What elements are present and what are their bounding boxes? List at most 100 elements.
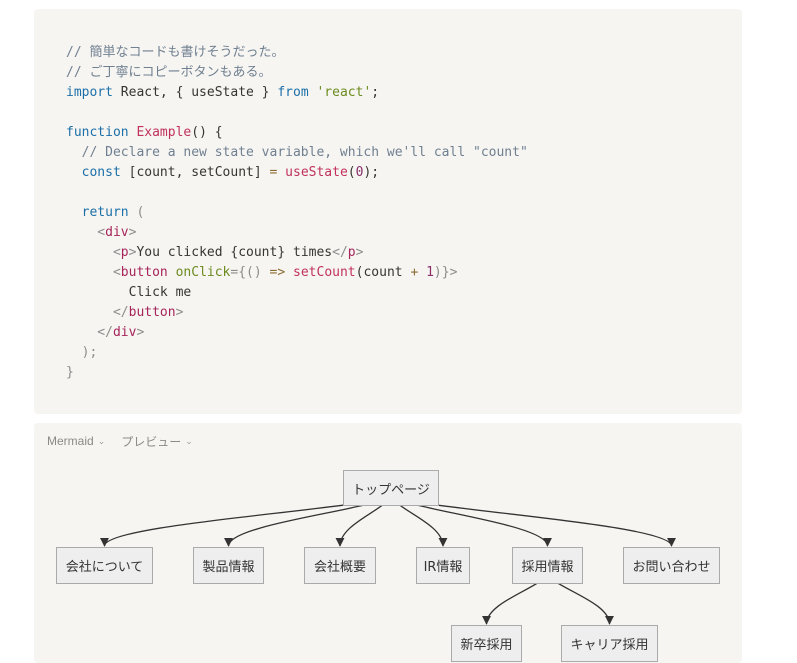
code-token [285,265,293,280]
code-token: setCount [293,265,356,280]
flowchart-node-newgrad: 新卒採用 [451,625,522,662]
code-token: } [66,365,74,380]
flowchart-node-label: 新卒採用 [460,638,513,653]
code-token: button [128,305,176,320]
flowchart-node-overview: 会社概要 [304,547,376,584]
flowchart-node-top: トップページ [343,470,439,506]
code-token: < [66,225,106,240]
flowchart-node-contact: お問い合わせ [623,547,720,584]
flowchart-node-label: 採用情報 [521,560,574,575]
code-token: => [269,265,286,280]
mermaid-toolbar: Mermaid ⌄ プレビュー ⌄ [47,433,193,449]
code-token: p [120,245,129,260]
code-token: 0 [355,165,364,180]
code-line: <div> [66,223,528,243]
language-label: Mermaid [47,434,94,448]
code-line: const [count, setCount] = useState(0); [66,163,528,183]
code-token [418,265,426,280]
code-token [66,165,82,180]
flowchart-node-label: 会社について [65,560,144,575]
code-token: > [128,225,137,240]
flowchart-node-label: 会社概要 [313,560,366,575]
flowchart-node-label: お問い合わせ [632,560,711,575]
code-token: > [128,245,137,260]
flowchart-node-label: キャリア採用 [570,638,649,653]
mermaid-block: Mermaid ⌄ プレビュー ⌄ トップページ会社について 製品情報 会社概要 IR… [34,423,742,663]
code-line: } [66,363,528,383]
code-token [66,205,82,220]
code-token: function [66,125,129,140]
code-token: onClick [175,265,231,280]
chevron-down-icon: ⌄ [97,435,106,446]
code-line: import React, { useState } from 'react'; [66,83,528,103]
code-token: from [277,85,309,100]
code-token: // 簡単なコードも書けそうだった。 [66,45,285,60]
flowchart-node-about: 会社について [56,547,153,584]
code-token: > [136,325,145,340]
code-token: ( [347,165,356,180]
code-token: > [175,305,184,320]
flowchart-node-label: IR情報 [423,560,463,575]
code-line: // ご丁寧にコピーボタンもある。 [66,63,528,83]
code-line: <p>You clicked {count} times</p> [66,243,528,263]
code-token: (count [355,265,411,280]
code-line: // Declare a new state variable, which w… [66,143,528,163]
code-token: = [269,165,278,180]
code-token: Example [136,125,192,140]
language-dropdown[interactable]: Mermaid ⌄ [47,433,105,449]
code-token: ={() [230,265,270,280]
view-label: プレビュー [121,434,182,449]
view-dropdown[interactable]: プレビュー ⌄ [121,433,193,449]
code-token: useState [285,165,348,180]
code-token: < [66,245,121,260]
code-token: React, { useState } [112,85,278,100]
code-token: const [81,165,121,180]
code-token [277,165,285,180]
code-token [168,265,176,280]
chevron-down-icon: ⌄ [185,435,193,446]
code-token: () { [191,125,223,140]
code-token: 'react' [316,85,372,100]
flowchart-node-label: 製品情報 [202,560,255,575]
code-token: div [112,325,137,340]
code-token: [count, setCount] [120,165,270,180]
code-token: You clicked {count} times [136,245,333,260]
code-line: ); [66,343,528,363]
code-line: </div> [66,323,528,343]
code-line: </button> [66,303,528,323]
code-token: div [105,225,129,240]
code-token: )}> [433,265,458,280]
code-line: function Example() { [66,123,528,143]
code-line: // 簡単なコードも書けそうだった。 [66,43,528,63]
code-token: ( [128,205,145,220]
code-token: // ご丁寧にコピーボタンもある。 [66,65,272,80]
code-token: p [347,245,356,260]
flowchart-node-ir: IR情報 [416,547,470,584]
code-token: </ [66,305,129,320]
flowchart-node-label: トップページ [352,482,430,498]
code-token: </ [332,245,348,260]
code-line: return ( [66,203,528,223]
code-token: // Declare a new state variable, which w… [66,145,528,160]
flowchart-node-recruit: 採用情報 [512,547,583,584]
code-token: < [66,265,121,280]
code-token: ); [363,165,380,180]
code-token: </ [66,325,113,340]
code-line [66,183,528,203]
code-token: ; [371,85,380,100]
code-content: // 簡単なコードも書けそうだった。 // ご丁寧にコピーボタンもある。 impor… [66,43,528,383]
code-token: button [120,265,168,280]
code-token: + [410,265,419,280]
code-token: import [66,85,113,100]
code-token: 1 [426,265,434,280]
code-line: Click me [66,283,528,303]
code-token: Click me [66,285,192,300]
code-line [66,103,528,123]
code-token: return [81,205,129,220]
code-token: > [355,245,364,260]
code-line: <button onClick={() => setCount(count + … [66,263,528,283]
code-token: ); [66,345,98,360]
flowchart-node-products: 製品情報 [193,547,264,584]
flowchart-node-career: キャリア採用 [561,625,658,662]
code-block: // 簡単なコードも書けそうだった。 // ご丁寧にコピーボタンもある。 impor… [34,9,742,414]
